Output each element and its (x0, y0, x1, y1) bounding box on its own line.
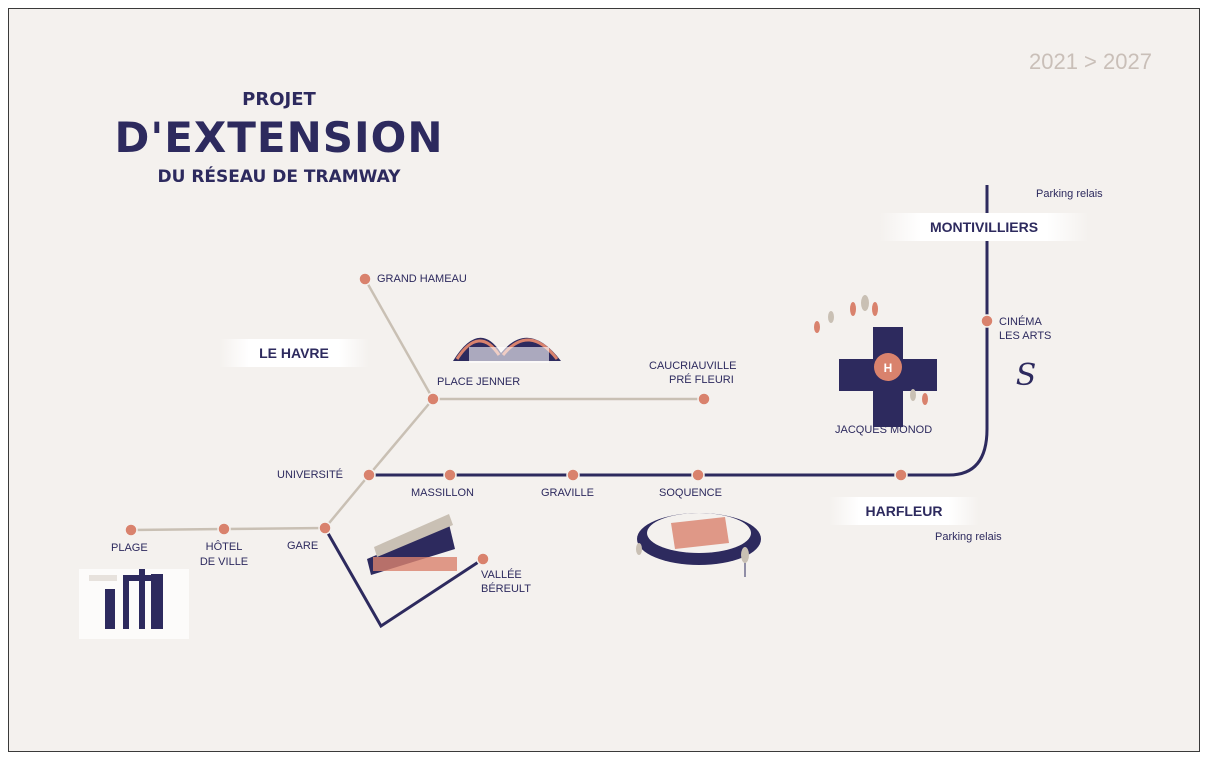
stop-plage (124, 523, 138, 537)
parking-relais-harfleur: Parking relais (935, 531, 1002, 543)
line-gare-vallee-bereult (323, 527, 484, 629)
stadium-icon (636, 513, 761, 577)
city-montivilliers: MONTIVILLIERS (879, 213, 1089, 241)
stop-hotel-de-ville (217, 522, 231, 536)
label-massillon: MASSILLON (411, 487, 474, 499)
stop-harfleur (894, 468, 908, 482)
label-caucriauville-1: CAUCRIAUVILLE (649, 360, 737, 372)
svg-text:S: S (1016, 358, 1037, 393)
title-line-3: DU RÉSEAU DE TRAMWAY (157, 167, 401, 187)
trees-icon (814, 295, 928, 405)
stops (124, 272, 994, 566)
label-caucriauville-2: PRÉ FLEURI (669, 374, 734, 386)
label-graville: GRAVILLE (541, 487, 594, 499)
title-line-2: D'EXTENSION (114, 113, 444, 162)
stop-caucriauville (697, 392, 711, 406)
svg-text:H: H (884, 361, 893, 375)
label-place-jenner: PLACE JENNER (437, 376, 521, 388)
city-le-havre: LE HAVRE (219, 339, 369, 367)
exhibition-hall-icon (453, 337, 561, 363)
stop-cinema (980, 314, 994, 328)
line-universite-montivilliers (369, 185, 989, 477)
dock-building-icon (367, 514, 457, 575)
label-vallee-bereult-2: BÉREULT (481, 583, 531, 595)
label-plage: PLAGE (111, 542, 148, 554)
stop-soquence (691, 468, 705, 482)
label-jacques-monod: JACQUES MONOD (835, 424, 933, 436)
label-cinema-1: CINÉMA (999, 316, 1042, 328)
stop-massillon (443, 468, 457, 482)
stop-grand-hameau (358, 272, 372, 286)
gate-landmark-icon (79, 569, 189, 639)
label-vallee-bereult-1: VALLÉE (481, 569, 522, 581)
title-line-1: PROJET (242, 89, 316, 110)
label-cinema-2: LES ARTS (999, 330, 1052, 342)
label-hotel-de-ville-2: DE VILLE (199, 556, 249, 568)
stop-graville (566, 468, 580, 482)
city-harfleur: HARFLEUR (829, 497, 979, 525)
stop-vallee-bereult (476, 552, 490, 566)
stop-universite (362, 468, 376, 482)
label-universite: UNIVERSITÉ (277, 469, 344, 481)
label-hotel-de-ville-1: HÔTEL (205, 541, 243, 553)
label-soquence: SOQUENCE (659, 487, 722, 499)
project-period: 2021 > 2027 (1029, 49, 1152, 74)
tram-network-map: H S (79, 185, 1037, 639)
line-grand-hameau (363, 278, 435, 400)
stop-gare (318, 521, 332, 535)
parking-relais-montivilliers: Parking relais (1036, 188, 1103, 200)
map-frame: H S (8, 8, 1200, 752)
stop-place-jenner (426, 392, 440, 406)
new-tram-lines (323, 185, 989, 629)
cinema-logo-icon: S (1016, 358, 1037, 393)
line-plage-universite (130, 398, 434, 532)
label-grand-hameau: GRAND HAMEAU (377, 273, 467, 285)
label-gare: GARE (287, 540, 319, 552)
hospital-icon: H (814, 295, 937, 427)
